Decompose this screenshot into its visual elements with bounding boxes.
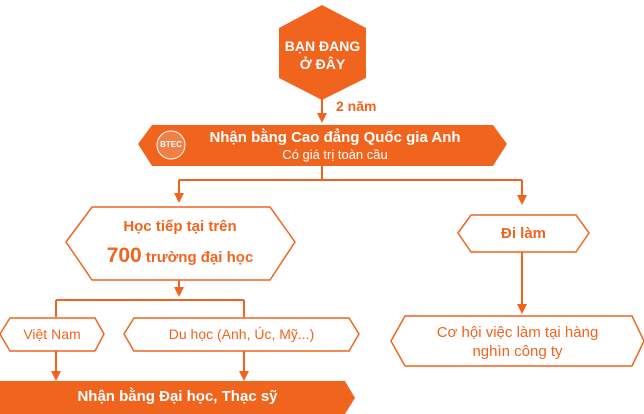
work-box [457, 214, 590, 253]
study-label-line2: 700 trường đại học [70, 244, 290, 268]
btec-banner [138, 125, 507, 166]
study-rest: trường đại học [145, 249, 254, 266]
start-label-line2: Ở ĐÂY [299, 56, 346, 72]
study-box [65, 206, 296, 281]
abroad-box [123, 317, 360, 352]
work-label: Đi làm [500, 225, 546, 242]
duration-label: 2 năm [336, 98, 377, 114]
degree-label: Nhận bằng Đại học, Thạc sỹ [77, 388, 278, 405]
study-label-line1: Học tiếp tại trên [123, 218, 237, 235]
degree-banner [0, 381, 355, 414]
jobs-label: Cơ hội việc làm tại hàng nghìn công ty [391, 323, 644, 361]
start-label: BẠN ĐANG Ở ĐÂY [279, 37, 366, 73]
jobs-box [390, 315, 644, 367]
vietnam-label: Việt Nam [23, 326, 81, 342]
btec-title: Nhận bằng Cao đẳng Quốc gia Anh [209, 129, 461, 146]
btec-logo-text: BTEC [160, 140, 182, 149]
abroad-label: Du học (Anh, Úc, Mỹ...) [168, 326, 315, 342]
jobs-label-line2: nghìn công ty [472, 343, 563, 360]
start-hexagon [279, 5, 366, 100]
study-number: 700 [106, 244, 142, 267]
vietnam-box [0, 317, 105, 352]
btec-subtitle: Có giá trị toàn cầu [282, 147, 388, 162]
start-label-line1: BẠN ĐANG [284, 38, 361, 54]
btec-logo-badge [156, 130, 186, 160]
jobs-label-line1: Cơ hội việc làm tại hàng [436, 324, 599, 341]
